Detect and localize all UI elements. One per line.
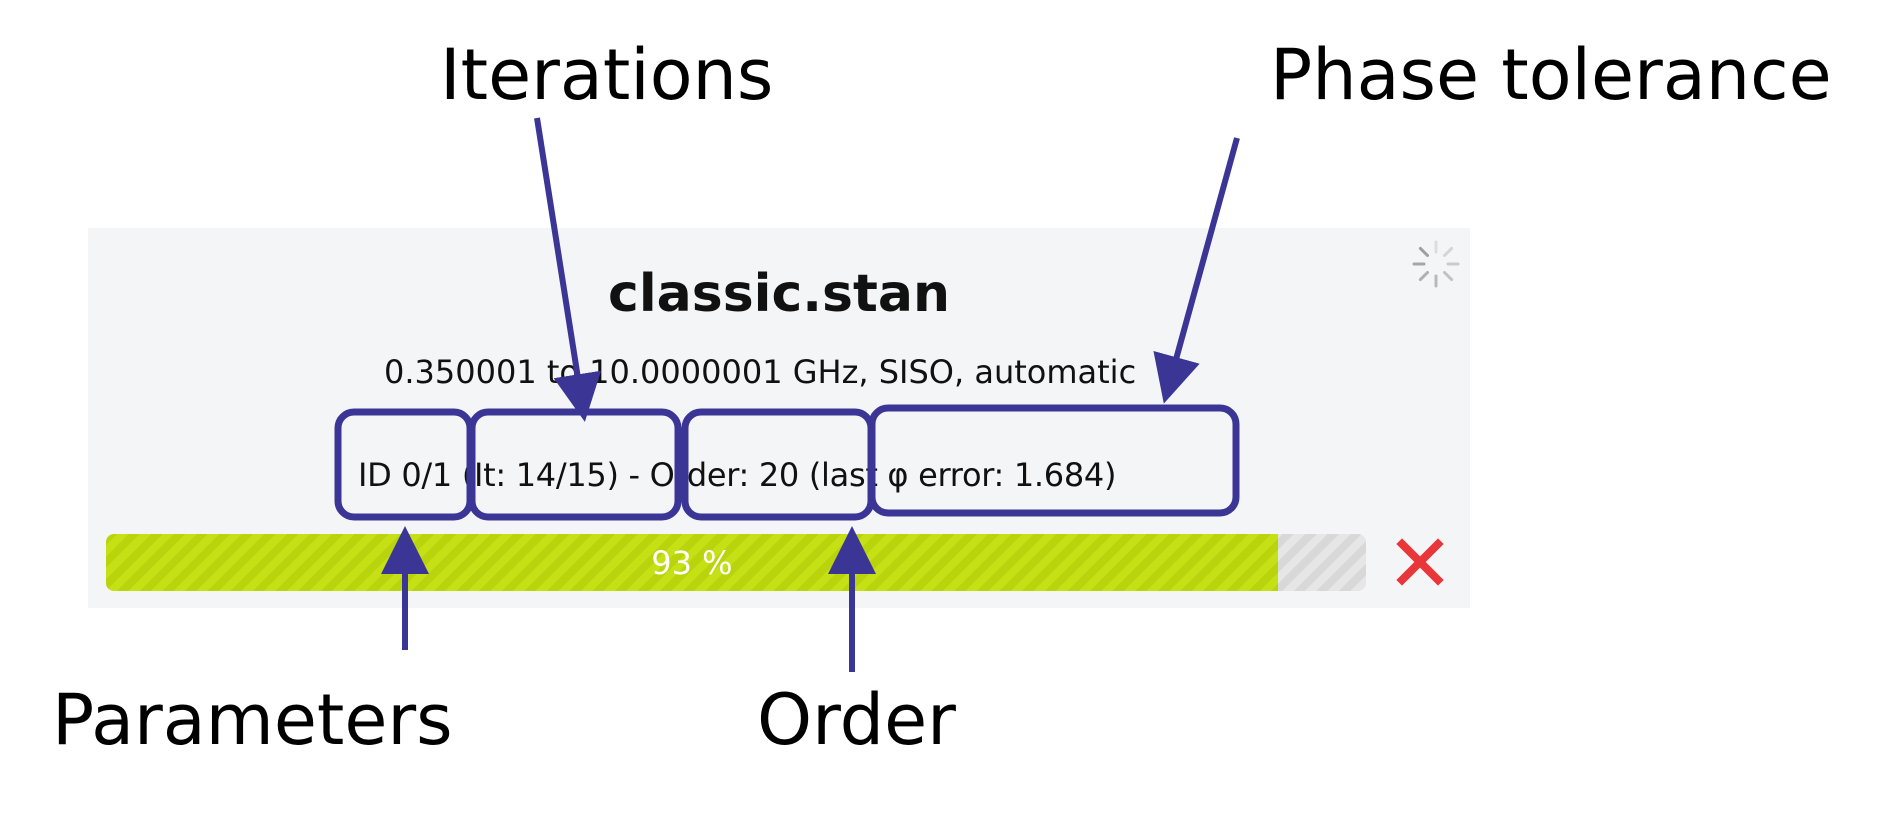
close-icon [1396, 538, 1444, 586]
job-status-line: ID 0/1 (It: 14/15) - Order: 20 (last φ e… [358, 456, 1117, 494]
progress-percent-text: 93 % [651, 543, 733, 582]
job-title: classic.stan [608, 264, 950, 324]
progress-bar-fill: 93 % [106, 534, 1278, 591]
annotation-label-phase-tolerance: Phase tolerance [1270, 34, 1832, 116]
annotation-label-iterations: Iterations [440, 34, 774, 116]
cancel-job-button[interactable] [1393, 535, 1447, 589]
annotation-label-parameters: Parameters [52, 679, 453, 761]
loading-spinner-icon [1412, 240, 1460, 288]
annotation-label-order: Order [757, 679, 956, 761]
job-subtitle: 0.350001 to 10.0000001 GHz, SISO, automa… [384, 353, 1137, 391]
progress-bar: 93 % [106, 534, 1366, 591]
